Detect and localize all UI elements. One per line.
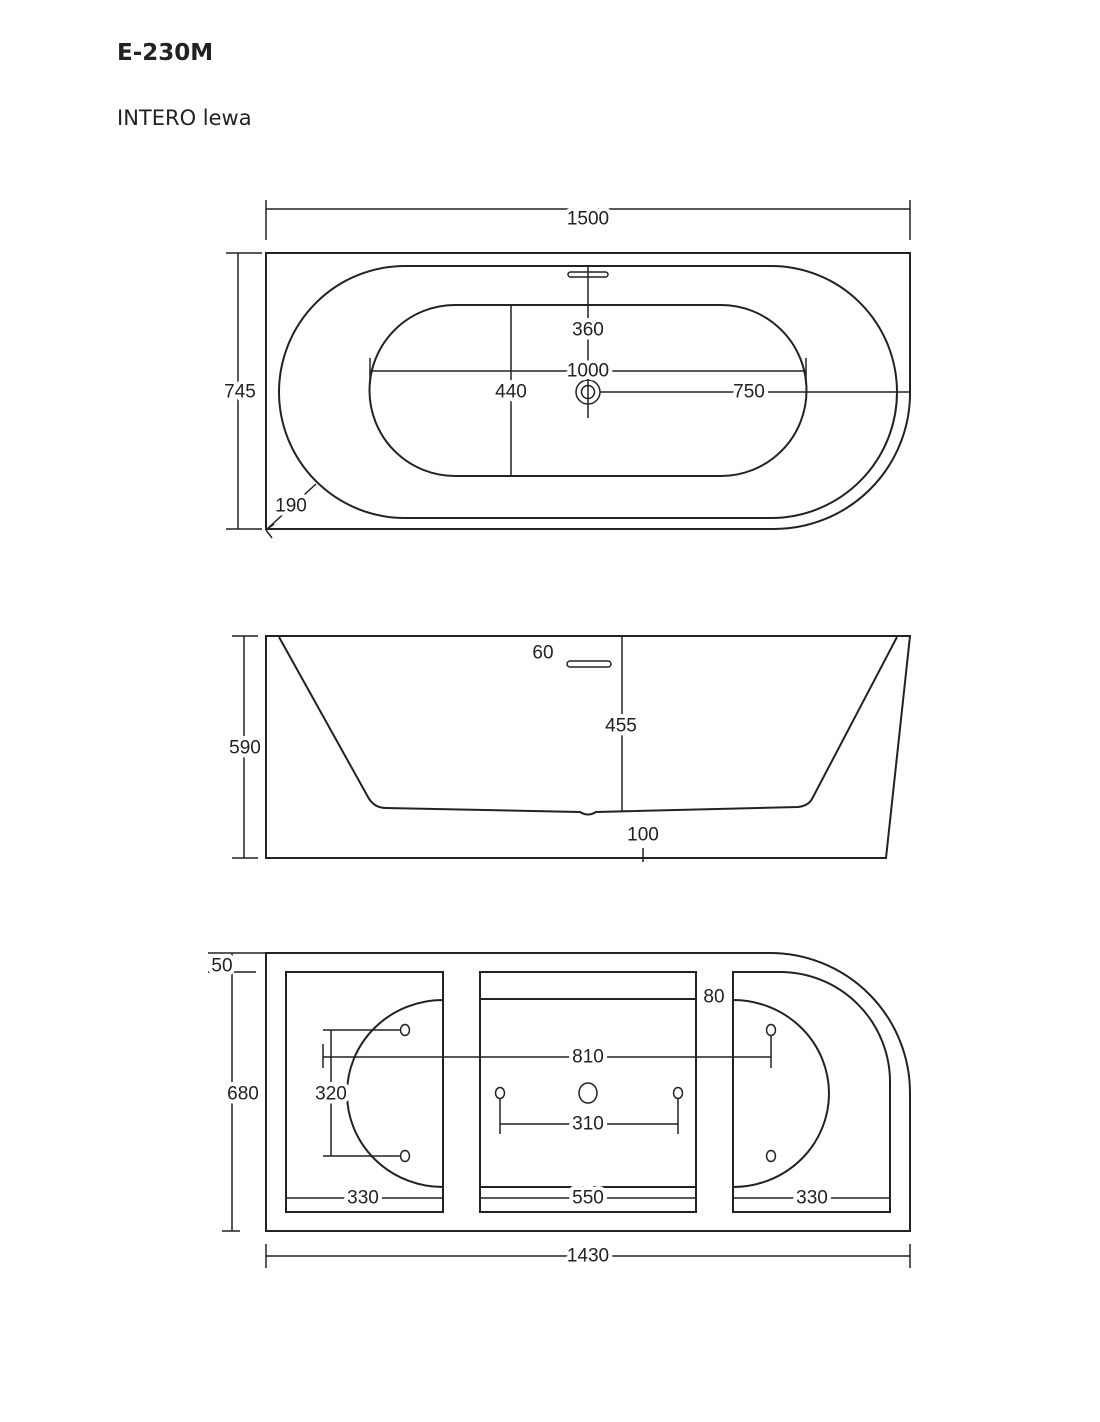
label-1430: 1430 bbox=[567, 1246, 609, 1267]
product-name: INTERO lewa bbox=[117, 106, 252, 130]
side-basin bbox=[278, 636, 898, 816]
label-1000: 1000 bbox=[567, 361, 609, 382]
top-outline bbox=[265, 252, 911, 530]
label-680: 680 bbox=[227, 1084, 259, 1105]
label-60: 60 bbox=[532, 643, 553, 664]
bottom-view: 50 680 80 810 320 310 330 550 330 1430 bbox=[207, 952, 911, 1271]
basin-outline bbox=[368, 304, 808, 477]
label-190: 190 bbox=[275, 496, 307, 517]
left-panel bbox=[285, 971, 444, 1213]
rim-outline bbox=[278, 265, 898, 519]
hole bbox=[494, 1086, 506, 1100]
product-code: E-230M bbox=[117, 40, 214, 66]
left-cutout bbox=[346, 999, 444, 1188]
label-440: 440 bbox=[495, 382, 527, 403]
label-320: 320 bbox=[315, 1084, 347, 1105]
hole bbox=[672, 1086, 684, 1100]
hole bbox=[399, 1149, 411, 1163]
label-750: 750 bbox=[733, 382, 765, 403]
radius-leader bbox=[265, 483, 317, 539]
label-80: 80 bbox=[703, 987, 724, 1008]
top-view: 360 1000 440 750 1500 745 190 bbox=[220, 200, 911, 539]
bottom-outline bbox=[265, 952, 911, 1232]
label-100: 100 bbox=[627, 825, 659, 846]
hole bbox=[765, 1023, 777, 1037]
right-cutout bbox=[732, 999, 830, 1188]
label-1500: 1500 bbox=[567, 209, 609, 230]
label-310: 310 bbox=[572, 1114, 604, 1135]
label-330-right: 330 bbox=[796, 1188, 828, 1209]
hole bbox=[765, 1149, 777, 1163]
hole bbox=[399, 1023, 411, 1037]
label-360: 360 bbox=[572, 320, 604, 341]
center-panel bbox=[479, 971, 697, 1213]
overflow-icon bbox=[566, 660, 612, 668]
label-745: 745 bbox=[224, 382, 256, 403]
label-590: 590 bbox=[229, 738, 261, 759]
label-330-left: 330 bbox=[347, 1188, 379, 1209]
label-810: 810 bbox=[572, 1047, 604, 1068]
label-550: 550 bbox=[572, 1188, 604, 1209]
label-50: 50 bbox=[211, 956, 232, 977]
mount-holes bbox=[399, 1023, 777, 1163]
side-outline bbox=[265, 635, 912, 859]
label-455: 455 bbox=[605, 716, 637, 737]
drain-hole bbox=[578, 1082, 598, 1104]
side-view: 60 455 100 590 bbox=[225, 635, 912, 862]
right-panel bbox=[732, 971, 891, 1213]
